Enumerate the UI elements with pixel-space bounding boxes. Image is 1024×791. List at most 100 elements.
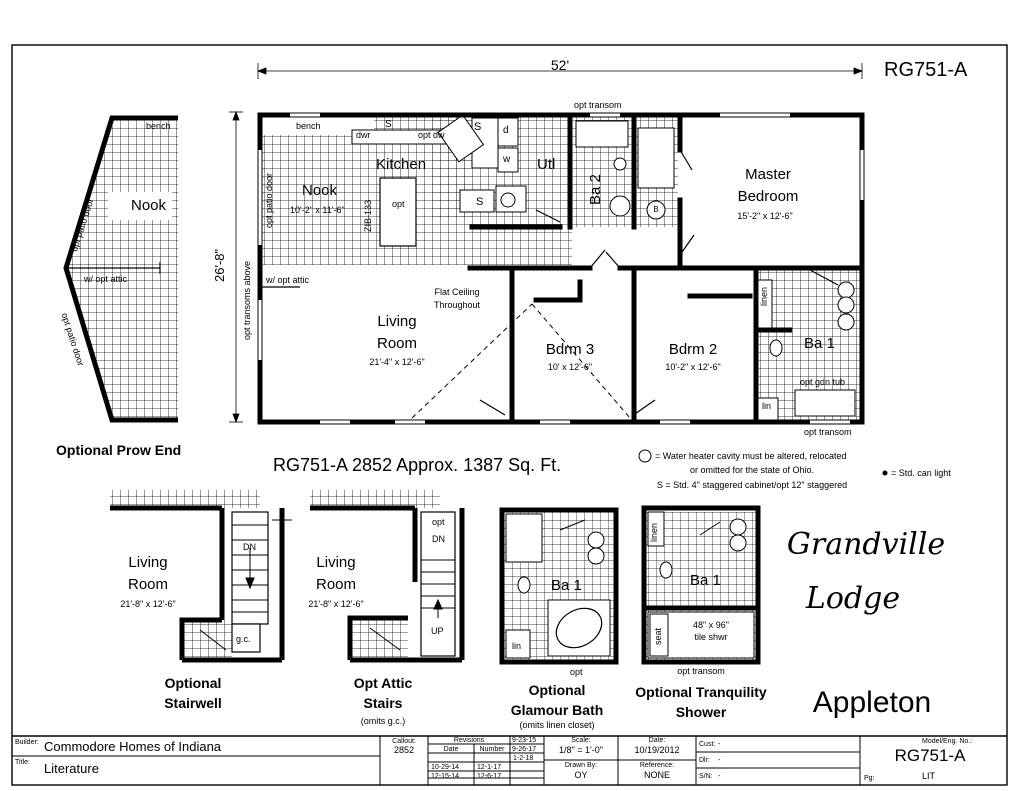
- brand-line-1: Grandville: [786, 527, 946, 562]
- revision-7: 12-6-17: [477, 773, 502, 780]
- living-name-2: Room: [376, 335, 418, 352]
- bath2-shower: [637, 127, 675, 189]
- summary-note-2: or omitted for the state of Ohio.: [689, 465, 815, 475]
- bottom-transom-label: opt transom: [804, 427, 852, 437]
- opt1-size: 21'-8" x 12'-6": [120, 599, 176, 609]
- kitchen-island: [379, 177, 417, 247]
- revision-5: 12-1-17: [477, 764, 502, 771]
- water-heater-mark: B: [653, 205, 659, 214]
- opt3-title-1: Optional: [528, 682, 586, 698]
- flat-ceiling-2: Throughout: [433, 300, 481, 310]
- rev-date-label: Date: [443, 746, 459, 753]
- opt2-up: UP: [431, 626, 444, 636]
- opt4-shower-1: 48" x 96": [693, 620, 729, 630]
- title-label: Title:: [15, 759, 30, 766]
- cabinet-s-label-3: S: [476, 196, 484, 208]
- builder-value: Commodore Homes of Indiana: [44, 739, 222, 754]
- dlr-value: -: [718, 757, 721, 764]
- opt1-room-2: Room: [127, 576, 169, 593]
- opt3-title-2: Glamour Bath: [510, 702, 604, 718]
- reference-label: Reference:: [639, 762, 675, 769]
- can-light-icon: [882, 470, 888, 476]
- callout-value: 2852: [393, 745, 415, 755]
- living-name-1: Living: [377, 313, 417, 330]
- overall-depth-label: 26'-8": [212, 248, 227, 282]
- kitchen-name: Kitchen: [376, 156, 427, 173]
- revisions-label: Revisions: [453, 737, 485, 744]
- rev-number-label: Number: [479, 746, 505, 753]
- prow-title: Optional Prow End: [56, 442, 182, 458]
- dimension-lines: [229, 63, 864, 424]
- opt2-title-1: Opt Attic: [353, 675, 413, 691]
- nook-size: 10'-2" x 11'-6": [290, 205, 345, 215]
- drawn-label: Drawn By:: [564, 762, 598, 769]
- dwr-label: dwr: [356, 130, 371, 140]
- opt2-size: 21'-8" x 12'-6": [308, 599, 364, 609]
- opt4-shower-2: tile shwr: [694, 632, 728, 642]
- bath1-garden-tub: [794, 389, 856, 417]
- bdrm3-name: Bdrm 3: [545, 341, 595, 358]
- option-stairwell-plan: [110, 490, 292, 663]
- drawn-value: OY: [574, 770, 588, 780]
- flat-ceiling-1: Flat Ceiling: [434, 287, 480, 297]
- prow-bench-label: bench: [146, 121, 171, 131]
- bdrm2-name: Bdrm 2: [668, 341, 718, 358]
- main-patio-door-label: opt patio door: [264, 172, 274, 228]
- bath2-tub: [575, 120, 629, 148]
- scale-label: Scale:: [571, 737, 591, 744]
- pg-label: Pg:: [864, 775, 875, 782]
- revision-3: 9-26-17: [512, 746, 537, 753]
- overall-width-label: 52': [550, 57, 570, 73]
- water-heater-icon: [646, 200, 666, 220]
- opt3-opt: opt: [570, 667, 583, 677]
- opt1-title-1: Optional: [164, 675, 222, 691]
- sn-value: -: [718, 773, 721, 780]
- callout-label: Callout:: [392, 738, 416, 745]
- summary-note-3: S = Std. 4" staggered cabinet/opt 12" st…: [656, 480, 848, 490]
- opt3-lin: lin: [512, 641, 522, 651]
- option-tranquility-shower-plan: [641, 505, 761, 665]
- opt1-dn: DN: [243, 542, 256, 552]
- model-value: RG751-A: [894, 746, 966, 765]
- opt4-linen: linen: [649, 522, 659, 542]
- prow-end-plan: [63, 115, 178, 423]
- zib-label: ZIB-133: [363, 199, 373, 232]
- opt4-seat: seat: [653, 627, 663, 645]
- dlr-label: Dlr:: [699, 757, 710, 764]
- title-value: Literature: [44, 761, 99, 776]
- bath1-linen-label: linen: [759, 286, 769, 306]
- cabinet-s-label-2: S: [474, 121, 482, 133]
- nook-name: Nook: [302, 182, 338, 199]
- bdrm2-size: 10'-2" x 12'-6": [665, 362, 721, 372]
- opt2-sub: (omits g.c.): [360, 716, 406, 726]
- bath1-lin-label: lin: [762, 401, 772, 411]
- bench-label: bench: [296, 121, 321, 131]
- opt1-gc: g.c.: [236, 634, 251, 644]
- date-label: Date:: [648, 737, 666, 744]
- revision-2: 1-2-18: [513, 755, 534, 762]
- dryer-label: d: [503, 125, 509, 136]
- opt2-dn: DN: [432, 534, 445, 544]
- opt3-sub: (omits linen closet): [519, 720, 595, 730]
- bath2-name: Ba 2: [587, 174, 604, 205]
- revision-4: 10-29-14: [431, 764, 460, 771]
- opt4-title-2: Shower: [675, 704, 727, 720]
- water-heater-legend-icon: [638, 449, 652, 463]
- master-name-1: Master: [745, 166, 791, 183]
- model-label: Model/Eng. No.:: [922, 738, 973, 745]
- prow-attic-label: w/ opt attic: [84, 274, 128, 284]
- main-attic-label: w/ opt attic: [266, 275, 310, 285]
- summary-headline: RG751-A 2852 Approx. 1387 Sq. Ft.: [273, 455, 562, 475]
- model-code: RG751-A: [884, 59, 968, 81]
- top-transom-label: opt transom: [574, 100, 622, 110]
- cabinet-s-label: S: [385, 119, 392, 130]
- opt2-title-2: Stairs: [363, 695, 403, 711]
- bdrm3-size: 10' x 12'-6": [547, 362, 593, 372]
- revision-6: 12-15-14: [431, 773, 460, 780]
- reference-value: NONE: [643, 770, 671, 780]
- opt2-opt: opt: [432, 517, 445, 527]
- title-block-grid: [12, 735, 1007, 785]
- opt1-title-2: Stairwell: [164, 695, 222, 711]
